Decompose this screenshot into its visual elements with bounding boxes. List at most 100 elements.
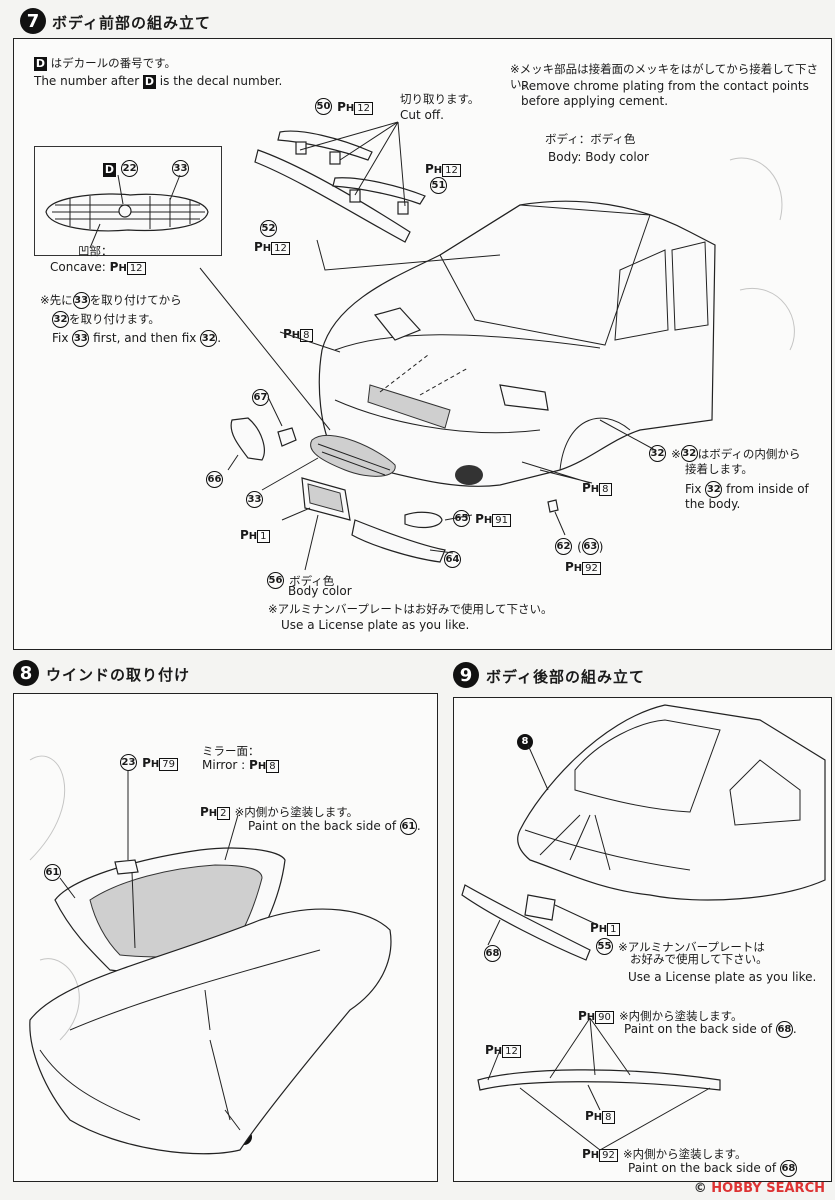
part56-en: Body color — [288, 584, 352, 598]
cutoff-leader — [299, 121, 406, 207]
watermark-word: SEARCH — [766, 1181, 825, 1196]
fix32-jp-c: 接着します。 — [685, 462, 753, 476]
concave-en: Concave: — [50, 260, 106, 274]
part-65-label: 66 — [206, 469, 223, 488]
part-61-ref: 61 — [399, 818, 417, 835]
bumper-line — [334, 399, 541, 434]
part-68-ref: 68 — [775, 1021, 793, 1038]
part-50-tab-1 — [295, 141, 307, 155]
wheel-arch — [559, 417, 631, 471]
paint68-en: Paint on the back side of 68. — [624, 1021, 797, 1038]
plate-note-en: Use a License plate as you like. — [281, 618, 470, 632]
part-33-shape — [310, 434, 396, 477]
decal-22: 22 — [121, 160, 139, 177]
grille-inset-drawing — [45, 174, 209, 249]
step9-number: 9 — [453, 662, 479, 688]
leaders-8 — [59, 770, 241, 1131]
inset-leader-33 — [169, 174, 181, 201]
part-50: 50 — [315, 98, 332, 115]
leader-dash-2 — [419, 367, 469, 396]
part-68-ref-b: 68 — [779, 1160, 797, 1177]
decal-note-en-text: The number after D is the decal number. — [34, 74, 283, 89]
paint68b-en: Paint on the back side of 68 — [628, 1160, 797, 1177]
part-68-label: 68 — [484, 943, 501, 962]
part-52-shape — [254, 149, 411, 243]
part-63: 63 — [581, 538, 599, 555]
part-68-spoiler — [461, 884, 591, 961]
concave-jp: 凹部： — [78, 244, 113, 258]
part-62: 62 — [555, 538, 572, 555]
rear-side-window — [729, 759, 801, 826]
watermark-brand: HOBBY — [711, 1181, 762, 1196]
part-62-63-label: 62 (63) — [555, 538, 604, 555]
plate9-jp2: お好みで使用して下さい。 — [630, 952, 768, 966]
paint61-en: Paint on the back side of 61. — [248, 818, 421, 835]
step7-number: 7 — [20, 8, 46, 34]
fix32-en: Fix 32 from inside of — [685, 481, 809, 498]
part-33-bars — [317, 443, 391, 476]
first-note-en: Fix 33 first, and then fix 32. — [52, 330, 222, 347]
car-body-front — [318, 200, 716, 487]
part-56-label: 56 ボディ色 — [267, 570, 334, 589]
body-shell — [29, 908, 392, 1155]
hood-line — [334, 334, 601, 351]
mirror-en: Mirror : — [202, 758, 246, 772]
decal-note-jp: D はデカールの番号です。 — [34, 56, 176, 71]
chrome-note-jp: ※メッキ部品は接着面のメッキをはがしてから接着して下さい。 — [510, 62, 818, 91]
foglight-hole — [455, 465, 483, 485]
decal-note-jp-text: はデカールの番号です。 — [50, 56, 177, 70]
leaders-7 — [199, 267, 656, 571]
part-32-ref-en: 32 — [200, 330, 218, 347]
side-window — [614, 249, 669, 341]
paint61-jp: ※内側から塗装します。 — [234, 805, 359, 819]
decal-mark-inline: D — [142, 75, 156, 89]
part-65-shape — [230, 417, 265, 461]
part-52: 52 — [260, 220, 277, 237]
headlight-right — [499, 384, 549, 411]
plate9-en: Use a License plate as you like. — [628, 970, 817, 984]
leader-dash-1 — [379, 354, 429, 393]
step8-title: ウインドの取り付け — [46, 666, 191, 684]
part-55: 55 — [596, 938, 613, 955]
rear-illustration — [461, 704, 826, 1151]
mirror-jp: ミラー面： — [202, 744, 260, 758]
part-65: 66 — [206, 471, 223, 488]
strip-leaders — [487, 1017, 711, 1151]
part-32-fix: 32 — [680, 445, 698, 462]
part-51-label: 51 — [430, 175, 447, 194]
inset-leader-22 — [117, 174, 124, 205]
part-64-label: 64 — [444, 549, 461, 568]
part-55-row: 55 ※アルミナンバープレートは — [596, 936, 765, 955]
side-window-2 — [671, 241, 709, 331]
part-33-ref: 33 — [72, 292, 90, 309]
part-33-ref-en: 33 — [72, 330, 90, 347]
bleed-right — [729, 157, 795, 351]
bleed-left — [29, 755, 80, 1041]
part-33-label: 33 — [246, 489, 263, 508]
part-50-shape — [277, 130, 373, 161]
spoiler-leader — [316, 239, 501, 271]
window-illustration — [29, 770, 392, 1155]
trunk-line — [524, 829, 691, 871]
step9-title: ボディ後部の組み立て — [486, 668, 645, 686]
part-56-inner — [307, 483, 344, 513]
